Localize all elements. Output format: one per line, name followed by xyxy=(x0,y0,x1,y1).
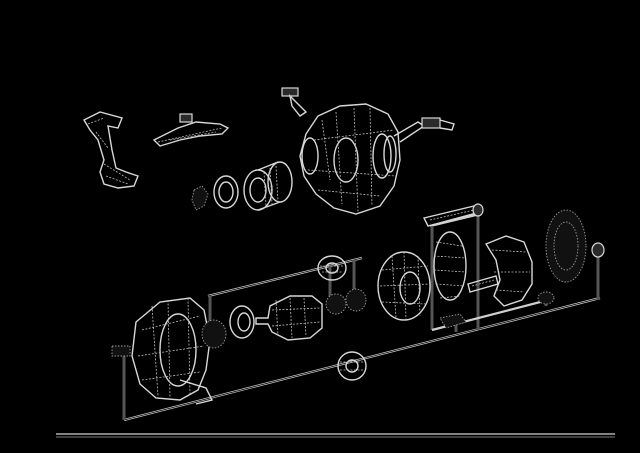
bearing-front xyxy=(201,319,227,349)
bottom-rule xyxy=(56,433,615,438)
pulley-outer xyxy=(545,209,587,283)
clip xyxy=(191,185,209,211)
bracket-arm-tab xyxy=(179,113,193,123)
washer-upper xyxy=(317,255,347,281)
connector-terminal xyxy=(421,117,455,131)
front-housing xyxy=(111,297,214,405)
long-bolt xyxy=(422,203,484,227)
front-housing-bolt xyxy=(111,345,131,357)
bracket-left xyxy=(83,111,139,189)
rotor xyxy=(255,295,323,341)
small-nut-lower xyxy=(537,291,555,305)
small-bracket-lower xyxy=(439,313,467,329)
guide-line-upper xyxy=(207,256,363,330)
rear-housing xyxy=(299,103,426,215)
sleeve-bearing xyxy=(243,161,293,211)
washer-lower xyxy=(337,351,367,381)
guide-line-right xyxy=(429,212,549,332)
pulley-half xyxy=(484,235,533,307)
spacer-ring xyxy=(229,305,255,339)
end-cap xyxy=(591,242,605,258)
snap-ring xyxy=(213,175,239,209)
stator xyxy=(377,251,431,321)
shaft-bolt xyxy=(467,275,499,293)
small-fastener-top xyxy=(281,87,308,117)
guide-line-lower xyxy=(122,256,601,422)
nut-pair xyxy=(325,288,367,315)
fan xyxy=(433,231,467,301)
fastener-head xyxy=(281,87,299,97)
bracket-arm xyxy=(152,113,230,147)
terminal-block xyxy=(421,117,441,129)
